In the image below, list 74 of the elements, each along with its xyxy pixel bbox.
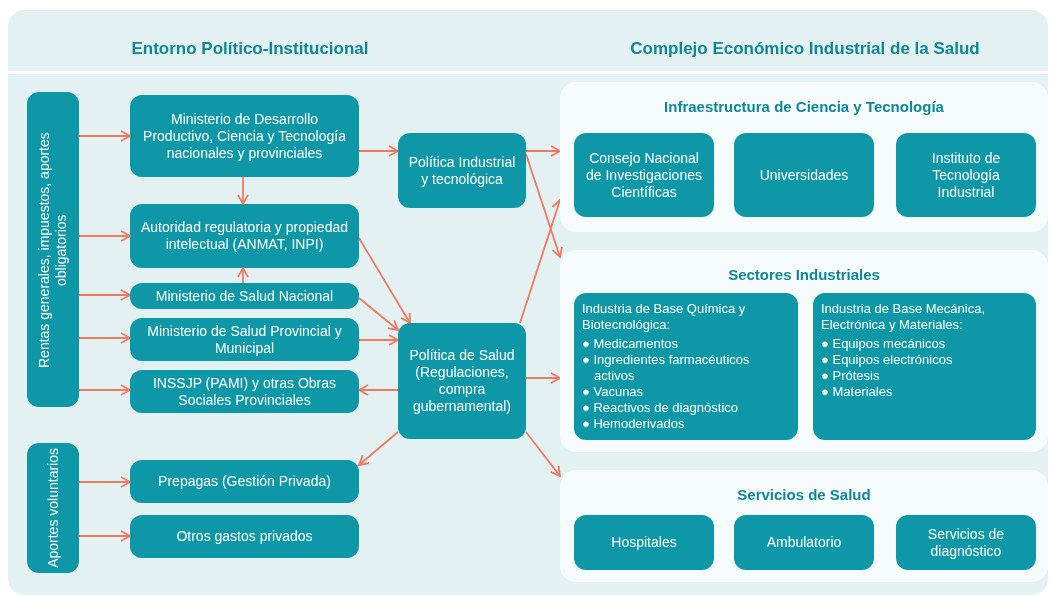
band-label: Aportes voluntarios	[44, 448, 62, 568]
process-box	[130, 515, 359, 558]
panel-heading: Sectores Industriales	[727, 265, 881, 285]
arrow	[358, 145, 399, 157]
bullet-item: ● Reactivos de diagnóstico	[582, 400, 739, 416]
box-label: Hospitales	[611, 534, 677, 551]
arrow	[78, 332, 131, 344]
process-box	[130, 95, 359, 177]
section-panel	[560, 250, 1048, 452]
box-label: Ministerio de Salud Nacional	[155, 287, 334, 305]
process-box	[130, 318, 359, 361]
process-box	[130, 283, 359, 309]
arrow	[525, 145, 561, 157]
arrow	[78, 384, 131, 396]
process-box	[398, 133, 526, 208]
arrow	[358, 384, 399, 396]
box-label: Consejo Nacional de Investigaciones Científicas	[585, 149, 703, 201]
panel-heading: Infraestructura de Ciencia y Tecnología	[663, 97, 945, 117]
arrow	[525, 153, 563, 258]
column-heading: Complejo Económico Industrial de la Salud	[630, 38, 980, 60]
box-label: Prepagas (Gestión Privada)	[158, 473, 331, 490]
band-label: Rentas generales, impuestos, aportes obligatorios	[36, 130, 70, 370]
column-heading: Entorno Político-Institucional	[131, 38, 369, 60]
arrow	[78, 230, 131, 242]
process-box	[130, 460, 359, 503]
bullet-item: ● Medicamentos	[582, 336, 679, 352]
box-label: Política Industrial y tecnológica	[407, 153, 517, 188]
section-panel	[560, 82, 1048, 232]
arrow	[358, 431, 399, 466]
arrow	[525, 372, 561, 384]
process-box	[896, 515, 1036, 570]
box-label: Ministerio de Desarrollo Productivo, Ciencia y Tecnología nacionales y provinciales	[142, 110, 347, 162]
arrow	[78, 476, 131, 488]
arrow	[358, 297, 399, 331]
bullet-item: ● Equipos mecánicos	[821, 336, 947, 352]
bullet-item: ● Vacunas	[582, 384, 645, 400]
arrow	[237, 176, 249, 205]
arrow	[237, 267, 249, 284]
process-box	[130, 204, 359, 268]
vertical-band	[27, 443, 79, 573]
bullet-item: ● Ingredientes farmacéuticos activos	[582, 352, 751, 384]
process-box	[574, 133, 714, 217]
box-label: INSSJP (PAMI) y otras Obras Sociales Provinciales	[151, 374, 338, 409]
bullet-item: ● Materiales	[821, 384, 894, 400]
sector-heading: Industria de Base Mecánica, Electrónica y Materiales:	[821, 301, 987, 333]
box-label: Ambulatorio	[766, 534, 842, 551]
bullet-item: ● Hemoderivados	[582, 416, 686, 432]
vertical-band	[27, 92, 79, 407]
arrow	[78, 289, 131, 301]
process-box	[734, 133, 874, 217]
arrow	[358, 334, 399, 346]
arrow	[358, 237, 411, 324]
bullet-item: ● Equipos electrónicos	[821, 352, 954, 368]
arrow	[78, 530, 131, 542]
bullet-item: ● Prótesis	[821, 368, 881, 384]
sector-box	[813, 293, 1036, 440]
arrow	[78, 130, 131, 142]
process-box	[896, 133, 1036, 217]
arrow	[525, 431, 561, 477]
sector-heading: Industria de Base Química y Biotecnológica:	[582, 301, 747, 333]
box-label: Servicios de diagnóstico	[926, 525, 1006, 560]
section-panel	[560, 470, 1048, 582]
process-box	[574, 515, 714, 570]
box-label: Otros gastos privados	[176, 528, 313, 545]
box-label: Ministerio de Salud Provincial y Municipal	[146, 322, 343, 357]
process-box	[398, 323, 526, 439]
process-box	[130, 370, 359, 413]
box-label: Universidades	[759, 166, 849, 184]
box-label: Instituto de Tecnología Industrial	[930, 149, 1002, 201]
box-label: Política de Salud (Regulaciones, compra gubernamental)	[408, 347, 516, 415]
process-box	[734, 515, 874, 570]
sector-box	[574, 293, 798, 440]
panel-heading: Servicios de Salud	[736, 485, 872, 505]
box-label: Autoridad regulatoria y propiedad intelectual (ANMAT, INPI)	[140, 219, 349, 253]
